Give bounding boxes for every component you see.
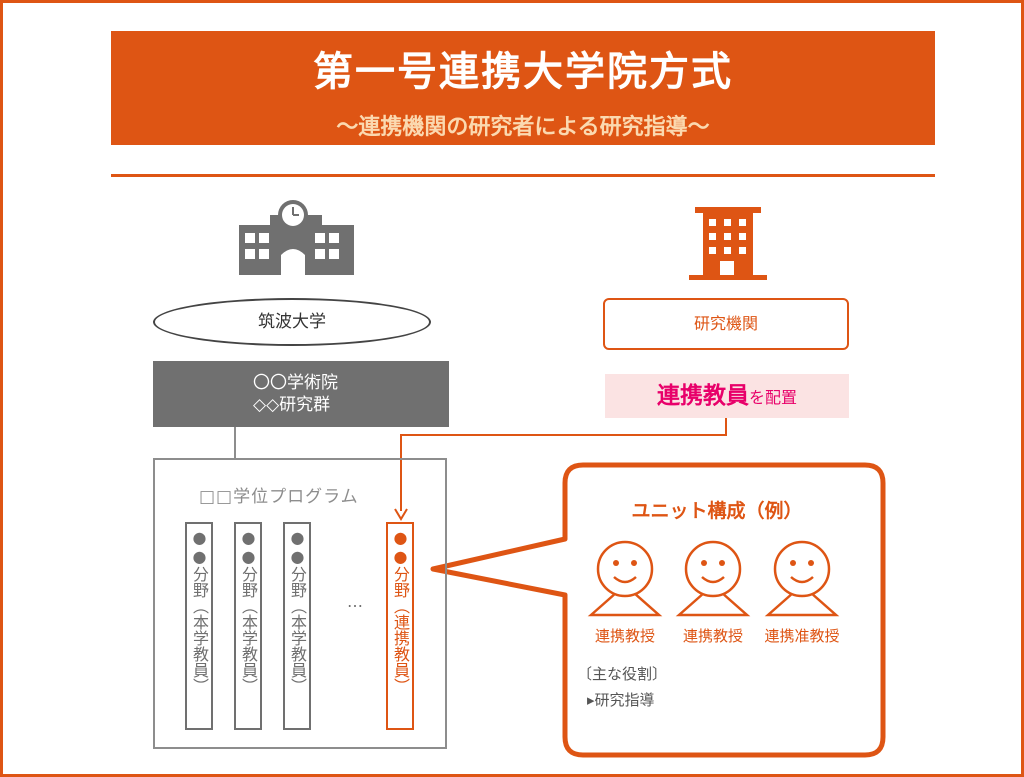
assignment-suffix: を配置 <box>748 388 797 407</box>
page-title: 第一号連携大学院方式 <box>313 49 733 95</box>
more-fields-ellipsis: … <box>347 592 363 611</box>
university-building-icon <box>239 200 354 275</box>
diagram-graphics <box>234 200 886 758</box>
unit-title: ユニット構成（例） <box>631 500 803 522</box>
member-label: 連携教授 <box>594 627 655 645</box>
person-icon-2 <box>675 540 751 617</box>
graduate-school-label: 〇〇学術院 <box>253 373 338 393</box>
field-column: ●●分野︵本学教員︶ <box>234 522 262 730</box>
field-column: ●●分野︵本学教員︶ <box>185 522 213 730</box>
university-name: 筑波大学 <box>153 298 431 346</box>
assignment-arrow <box>400 418 727 511</box>
header-divider <box>111 174 935 177</box>
office-building-icon <box>689 207 767 280</box>
assignment-label: 連携教員を配置 <box>605 374 849 418</box>
arrow-head-icon <box>394 508 408 521</box>
partner-faculty-emphasis: 連携教員 <box>656 383 749 409</box>
degree-program-label: □□学位プログラム <box>199 487 359 507</box>
role-item: ▸研究指導 <box>587 691 655 709</box>
member-label: 連携教授 <box>682 627 743 645</box>
partner-field-label: ●●分野︵連携教員︶ <box>391 528 410 694</box>
speech-bubble <box>430 462 886 758</box>
person-icon-1 <box>587 540 663 617</box>
research-group-label: ◇◇研究群 <box>253 395 331 415</box>
page-subtitle: 〜連携機関の研究者による研究指導〜 <box>336 115 710 140</box>
title-banner: 第一号連携大学院方式 〜連携機関の研究者による研究指導〜 <box>111 31 935 145</box>
field-column: ●●分野︵本学教員︶ <box>283 522 311 730</box>
field-label: ●●分野︵本学教員︶ <box>239 528 258 694</box>
research-institution-box: 研究機関 <box>603 298 849 350</box>
degree-program-box: □□学位プログラム ●●分野︵本学教員︶ ●●分野︵本学教員︶ ●●分野︵本学教… <box>153 458 447 749</box>
member-label: 連携准教授 <box>764 627 840 645</box>
partner-field-column: ●●分野︵連携教員︶ <box>386 522 414 730</box>
roles-heading: 〔主な役割〕 <box>577 665 668 683</box>
person-icon-3 <box>764 540 840 617</box>
graduate-school-box: 〇〇学術院 ◇◇研究群 <box>153 361 449 427</box>
field-label: ●●分野︵本学教員︶ <box>288 528 307 694</box>
field-label: ●●分野︵本学教員︶ <box>190 528 209 694</box>
